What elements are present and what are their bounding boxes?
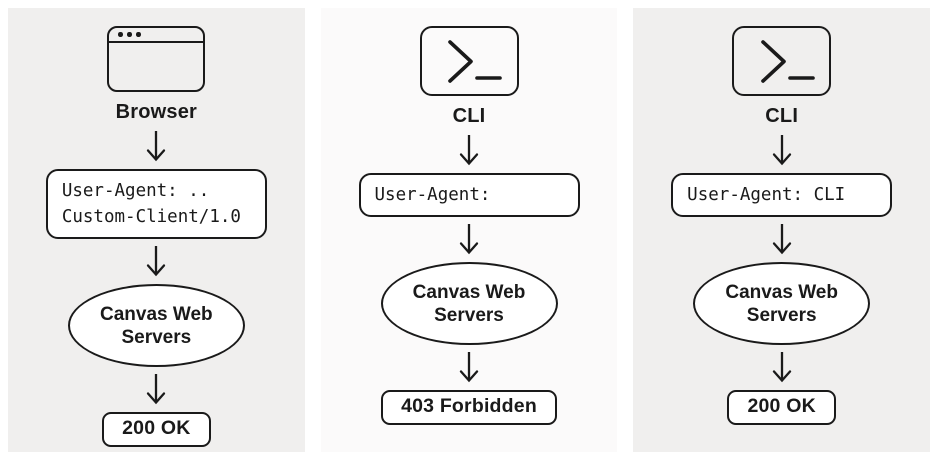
canvas-web-servers-node: Canvas Web Servers bbox=[693, 262, 871, 345]
terminal-icon bbox=[419, 26, 519, 96]
browser-dot-icon bbox=[118, 32, 123, 37]
server-label: Canvas Web Servers bbox=[725, 281, 838, 326]
arrow-down-icon bbox=[772, 352, 791, 383]
user-agent-header-box: User-Agent: bbox=[358, 173, 580, 217]
arrow-down-icon bbox=[772, 135, 791, 166]
server-label: Canvas Web Servers bbox=[100, 303, 213, 348]
arrow-down-icon bbox=[459, 135, 479, 166]
response-status-box: 200 OK bbox=[727, 390, 836, 425]
panel-browser-flow: Browser User-Agent: .. Custom-Client/1.0… bbox=[8, 8, 305, 452]
arrow-down-icon bbox=[147, 374, 166, 405]
arrow-down-icon bbox=[147, 131, 166, 162]
client-label: CLI bbox=[452, 105, 486, 127]
response-status-box: 403 Forbidden bbox=[381, 390, 557, 425]
client-label: CLI bbox=[765, 105, 799, 127]
browser-dot-icon bbox=[136, 32, 141, 37]
arrow-down-icon bbox=[459, 352, 479, 383]
browser-window-icon bbox=[107, 26, 206, 92]
browser-titlebar bbox=[109, 28, 204, 43]
user-agent-header-box: User-Agent: CLI bbox=[671, 173, 893, 217]
panel-cli-empty-ua-flow: CLI User-Agent: Canvas Web Servers 403 F… bbox=[320, 8, 618, 452]
panel-cli-ua-flow: CLI User-Agent: CLI Canvas Web Servers 2… bbox=[633, 8, 931, 452]
server-label: Canvas Web Servers bbox=[412, 281, 526, 326]
user-agent-header-box: User-Agent: .. Custom-Client/1.0 bbox=[45, 169, 267, 239]
browser-dot-icon bbox=[127, 32, 132, 37]
canvas-web-servers-node: Canvas Web Servers bbox=[380, 262, 558, 345]
arrow-down-icon bbox=[772, 224, 791, 255]
terminal-icon bbox=[732, 26, 832, 96]
arrow-down-icon bbox=[147, 246, 166, 277]
canvas-web-servers-node: Canvas Web Servers bbox=[67, 284, 245, 367]
client-label: Browser bbox=[115, 101, 198, 123]
arrow-down-icon bbox=[459, 224, 479, 255]
response-status-box: 200 OK bbox=[102, 412, 211, 447]
